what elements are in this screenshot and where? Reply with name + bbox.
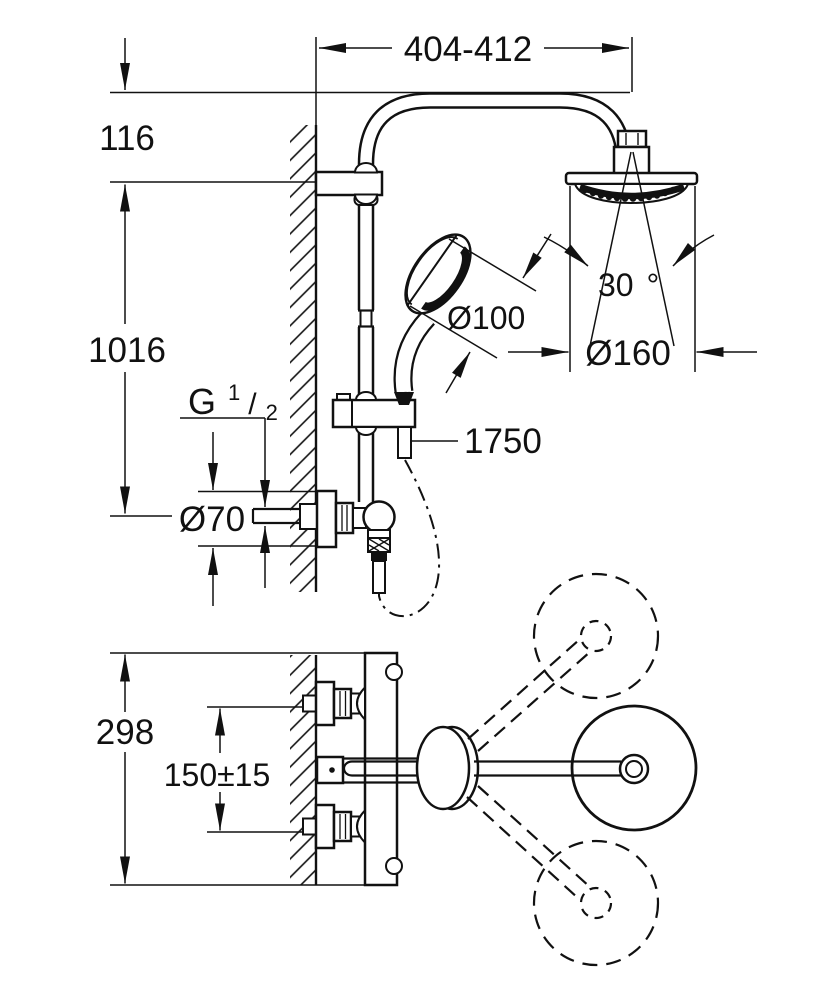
- dim-spray-angle: 30 °: [598, 267, 659, 303]
- dim-thread-size: G 1 / 2: [188, 367, 278, 425]
- valve-screw-bottom: [385, 857, 403, 875]
- hand-shower-holder: [331, 391, 417, 459]
- swivel-joint: [415, 725, 471, 811]
- hand-shower-spray-ring: [421, 246, 470, 311]
- dim-hand-shower-diameter: Ø100: [447, 300, 525, 336]
- head-shower-nut: [616, 129, 648, 149]
- head-shower-disc-side: [570, 704, 698, 832]
- head-position-up: [532, 572, 660, 700]
- spray-angle-unit: °: [646, 267, 659, 303]
- valve-nut: [334, 501, 355, 535]
- dim-side-height: 298: [96, 713, 154, 752]
- hose-ferrule: [371, 552, 387, 561]
- valve-body: [362, 500, 396, 534]
- thread-slash: /: [248, 388, 257, 421]
- hand-shower-diameter-construction: [409, 233, 552, 394]
- hand-shower-tip: [394, 392, 414, 405]
- thread-numerator: 1: [228, 380, 240, 405]
- thread-letter: G: [188, 381, 216, 422]
- supply-connection-bottom: [302, 803, 366, 850]
- dim-escutcheon-diameter: Ø70: [179, 500, 245, 539]
- dim-supply-spacing: 150±15: [164, 757, 271, 793]
- swivel-arm-assembly: [315, 704, 698, 832]
- head-shower-neck: [612, 145, 651, 176]
- supply-connection-top: [302, 680, 366, 727]
- dim-hose-length: 1750: [464, 422, 542, 461]
- front-view: [110, 37, 757, 617]
- shower-hose: [378, 459, 441, 617]
- side-view: [110, 572, 698, 967]
- dim-system-width: 404-412: [404, 30, 532, 69]
- valve-escutcheon: [315, 489, 338, 549]
- shower-riser-pipe: [357, 92, 633, 502]
- supply-connection: [251, 503, 318, 530]
- wall-bracket: [314, 162, 384, 205]
- hose-end: [372, 560, 386, 594]
- dim-rail-height: 1016: [88, 331, 166, 370]
- valve-body-side: [363, 651, 403, 887]
- dimension-labels: 404-412 116 1016 G 1 / 2 Ø70 Ø100 Ø160 3…: [88, 30, 671, 793]
- thread-denominator: 2: [266, 400, 278, 425]
- hand-shower-head: [404, 233, 472, 315]
- alternate-arm-positions: [466, 572, 660, 967]
- dim-head-offset: 116: [99, 119, 155, 158]
- hand-shower: [393, 233, 472, 405]
- side-dimension-lines: [110, 652, 365, 886]
- spray-angle-value: 30: [598, 267, 634, 303]
- holder-outlet: [397, 426, 412, 459]
- wall-hatching-side: [290, 655, 316, 885]
- head-shower: [564, 129, 699, 205]
- wall-section-side: [290, 655, 318, 885]
- head-position-down: [532, 839, 660, 967]
- head-shower-plate: [564, 171, 699, 186]
- thermostat-valve: [315, 489, 396, 594]
- valve-screw-top: [385, 663, 403, 681]
- arm-hub: [618, 753, 650, 785]
- hose-collar: [367, 529, 391, 539]
- head-shower-nozzles: [581, 186, 677, 202]
- dim-head-shower-diameter: Ø160: [585, 334, 671, 373]
- rail-joint: [352, 309, 380, 328]
